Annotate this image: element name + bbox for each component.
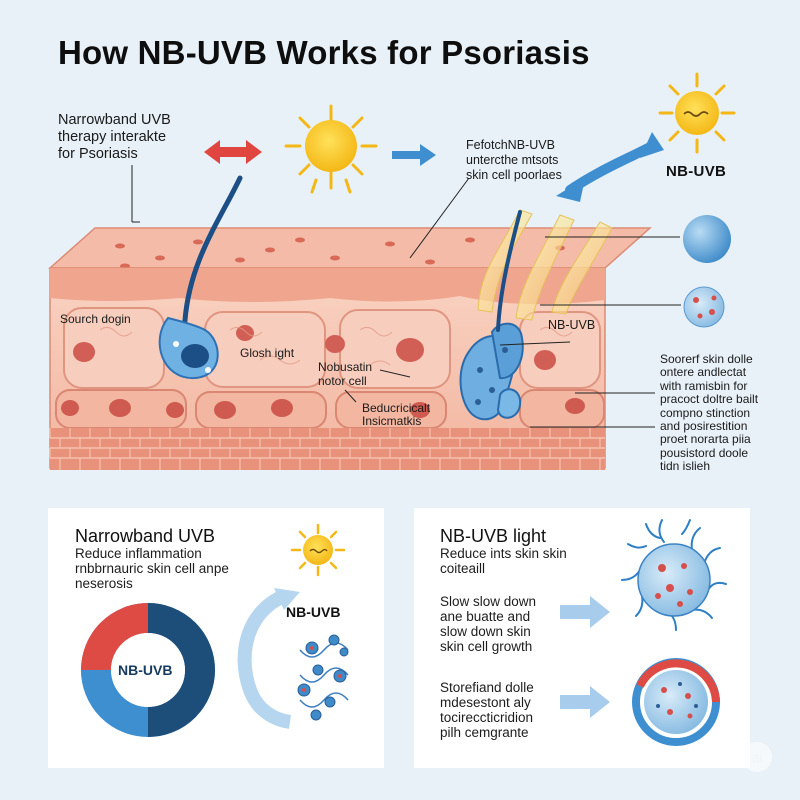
right-desc-line-3: with ramisbin for xyxy=(660,378,748,393)
nobusatin-line-2: notor cell xyxy=(318,374,367,388)
psoriatic-cell-cluster xyxy=(459,322,524,421)
panel-right-block2-line-3: slow down skin xyxy=(440,624,531,639)
beducr-line-1: Beducricicalt xyxy=(362,401,431,415)
panel-left-text-line-3: neserosis xyxy=(75,576,133,591)
panel-right-block2-line-4: skin cell growth xyxy=(440,639,533,654)
nbuvb-label-top: NB-UVB xyxy=(666,163,727,180)
mechanism-label-line-2: untercthe mtsots xyxy=(466,153,559,167)
right-arrow-icon xyxy=(392,144,436,166)
ai-watermark-badge: ai xyxy=(742,742,772,772)
right-desc-line-8: pousistord doole xyxy=(660,445,749,460)
source-label: Sourch dogin xyxy=(60,312,131,326)
right-arrow-icon-panel-1 xyxy=(560,596,610,628)
follicle-right xyxy=(496,210,522,332)
curved-arrow-panel xyxy=(237,588,300,729)
beducr-label: Beducricicalt Insicmatkis xyxy=(362,402,430,428)
ring-cell-icon xyxy=(632,658,720,746)
right-desc-line-6: and posirestition xyxy=(660,419,748,434)
hair-follicle xyxy=(158,175,243,380)
molecule-cluster-icon xyxy=(297,634,349,721)
beducr-line-2: Insicmatkis xyxy=(362,414,422,428)
panel-left-text: Reduce inflammation rnbbrnauric skin cel… xyxy=(75,546,229,591)
right-desc-line-5: compno stinction xyxy=(660,405,751,420)
panel-right-text-line-1: Reduce ints skin skin xyxy=(440,546,567,561)
panel-right-block3: Storefiand dolle mdesestont aly tocirecc… xyxy=(440,680,534,740)
right-desc-line-7: proet norarta piia xyxy=(660,432,751,447)
sun-icon-panel xyxy=(290,523,346,577)
therapy-label-line-2: therapy interakte xyxy=(58,129,167,145)
panel-right-block3-line-3: tocireccticridion xyxy=(440,710,534,725)
mechanism-label-line-1: FefotchNB-UVB xyxy=(466,138,555,152)
right-description: Soorerf skin dolle ontere andlectat with… xyxy=(660,352,759,474)
glosh-light-label: Glosh ight xyxy=(240,346,295,360)
right-desc-line-4: pracoct doltre bailt xyxy=(660,392,759,407)
nbuvb-cells-label: NB-UVB xyxy=(548,318,596,332)
sun-icon-top-right xyxy=(658,72,736,154)
double-arrow-icon xyxy=(204,140,262,164)
panel-left-text-line-1: Reduce inflammation xyxy=(75,546,202,561)
panel-right-block3-line-2: mdesestont aly xyxy=(440,695,531,710)
panel-right-text: Reduce ints skin skin coiteaill xyxy=(440,546,567,576)
sun-icon xyxy=(284,104,378,194)
cell-sphere xyxy=(683,286,725,328)
right-desc-line-1: Soorerf skin dolle xyxy=(660,352,753,366)
donut-center-label: NB-UVB xyxy=(118,662,173,678)
panel-left-nbuvb-label: NB-UVB xyxy=(286,604,341,620)
mechanism-label: FefotchNB-UVB untercthe mtsots skin cell… xyxy=(466,138,562,183)
therapy-label-line-3: for Psoriasis xyxy=(58,146,138,162)
light-beams xyxy=(477,209,613,321)
panel-left-title: Narrowband UVB xyxy=(75,526,216,546)
panel-right-block3-line-4: pilh cemgrante xyxy=(440,725,529,740)
nobusatin-label: Nobusatin notor cell xyxy=(318,360,372,388)
therapy-label: Narrowband UVB therapy interakte for Pso… xyxy=(58,112,171,163)
right-arrow-icon-panel-2 xyxy=(560,686,610,718)
curved-arrow-icon xyxy=(556,132,664,202)
panel-right-block2-line-1: Slow slow down xyxy=(440,594,537,609)
uv-sphere xyxy=(683,215,731,263)
right-desc-line-9: tidn islieh xyxy=(660,459,711,474)
panel-right-block2: Slow slow down ane buatte and slow down … xyxy=(440,594,536,654)
right-desc-line-2: ontere andlectat xyxy=(660,365,747,380)
nobusatin-line-1: Nobusatin xyxy=(318,360,373,374)
panel-right-text-line-2: coiteaill xyxy=(440,561,486,576)
panel-right-block2-line-2: ane buatte and xyxy=(440,609,531,624)
panel-left-text-line-2: rnbbrnauric skin cell anpe xyxy=(75,561,229,576)
panel-right-block3-line-1: Storefiand dolle xyxy=(440,680,534,695)
mechanism-label-line-3: skin cell poorlaes xyxy=(466,168,562,182)
therapy-label-line-1: Narrowband UVB xyxy=(58,112,171,128)
page-title: How NB-UVB Works for Psoriasis xyxy=(58,34,590,71)
inflamed-cell-icon xyxy=(621,519,727,631)
pointer-lines xyxy=(131,165,681,428)
donut-chart xyxy=(81,603,216,737)
panel-right-title: NB-UVB light xyxy=(440,526,547,546)
skin-block xyxy=(48,227,652,470)
